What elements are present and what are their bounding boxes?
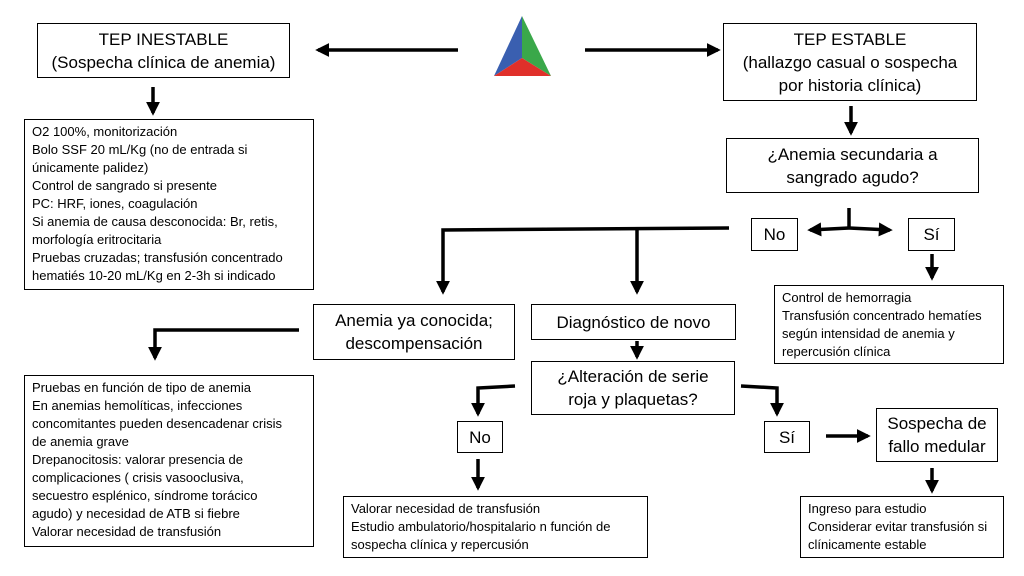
question-bleeding-box: ¿Anemia secundaria a sangrado agudo? xyxy=(726,138,979,193)
marrow-action: Considerar evitar transfusión si xyxy=(808,519,988,534)
known-anemia-action: complicaciones ( crisis vasooclusiva, xyxy=(32,470,244,485)
logo-left-face xyxy=(494,16,522,76)
unstable-box: TEP INESTABLE (Sospecha clínica de anemi… xyxy=(37,23,290,78)
unstable-action: O2 100%, monitorización xyxy=(32,124,178,139)
bleeding-yes-action: Control de hemorragia xyxy=(782,290,912,305)
question-series-line1: ¿Alteración de serie xyxy=(557,367,709,386)
new-diagnosis-box: Diagnóstico de novo xyxy=(531,304,736,340)
known-anemia-action: concomitantes pueden desencadenar crisis xyxy=(32,416,283,431)
marrow-action: Ingreso para estudio xyxy=(808,501,927,516)
unstable-action: Pruebas cruzadas; transfusión concentrad… xyxy=(32,250,283,265)
question-bleeding-line2: sangrado agudo? xyxy=(786,167,919,187)
known-anemia-action: secuestro esplénico, síndrome torácico xyxy=(32,488,258,503)
unstable-subtitle: (Sospecha clínica de anemia) xyxy=(51,52,276,72)
question-series-line2: roja y plaquetas? xyxy=(568,390,698,409)
unstable-action: Control de sangrado si presente xyxy=(32,178,218,193)
known-anemia-line1: Anemia ya conocida; xyxy=(335,311,493,330)
bleeding-no-label: No xyxy=(763,225,786,244)
marrow-actions-box: Ingreso para estudio Considerar evitar t… xyxy=(800,496,1004,558)
logo-bottom-face xyxy=(494,58,551,76)
series-no-box: No xyxy=(457,421,503,453)
arrow-to-bleeding-yes xyxy=(848,222,893,237)
logo-right-face xyxy=(522,16,551,76)
question-bleeding-line1: ¿Anemia secundaria a xyxy=(767,144,938,164)
bleeding-yes-action: Transfusión concentrado hematíes xyxy=(782,308,982,323)
bleeding-yes-action: según intensidad de anemia y xyxy=(782,326,955,341)
marrow-failure-line1: Sospecha de xyxy=(887,414,987,433)
bleeding-yes-label: Sí xyxy=(923,225,940,244)
known-anemia-action: Valorar necesidad de transfusión xyxy=(32,524,222,539)
known-anemia-action: agudo) y necesidad de ATB si fiebre xyxy=(32,506,240,521)
bleeding-yes-box: Sí xyxy=(908,218,955,251)
marrow-failure-line2: fallo medular xyxy=(888,437,986,456)
known-anemia-action: Pruebas en función de tipo de anemia xyxy=(32,380,251,395)
unstable-action: PC: HRF, iones, coagulación xyxy=(32,196,198,211)
series-no-action: sospecha clínica y repercusión xyxy=(351,537,529,552)
stable-subtitle-1: (hallazgo casual o sospecha xyxy=(742,52,958,72)
unstable-title: TEP INESTABLE xyxy=(98,29,229,49)
series-no-action: Estudio ambulatorio/hospitalario n funci… xyxy=(351,519,611,534)
series-no-actions-box: Valorar necesidad de transfusión Estudio… xyxy=(343,496,648,558)
known-anemia-action: Drepanocitosis: valorar presencia de xyxy=(32,452,243,467)
marrow-action: clínicamente estable xyxy=(808,537,927,552)
arrow-to-bleeding-no xyxy=(807,222,850,237)
arrow-to-series-yes xyxy=(740,384,784,417)
question-series-box: ¿Alteración de serie roja y plaquetas? xyxy=(531,361,735,415)
unstable-action: morfología eritrocitaria xyxy=(32,232,162,247)
series-no-label: No xyxy=(469,427,491,447)
stable-box: TEP ESTABLE (hallazgo casual o sospecha … xyxy=(723,23,977,101)
unstable-action: hematiés 10-20 mL/Kg en 2-3h si indicado xyxy=(32,268,276,283)
known-anemia-actions-box: Pruebas en función de tipo de anemia En … xyxy=(24,375,314,547)
known-anemia-line2: descompensación xyxy=(345,334,483,353)
unstable-action: únicamente palidez) xyxy=(32,160,149,175)
marrow-failure-box: Sospecha de fallo medular xyxy=(876,408,998,462)
unstable-action: Si anemia de causa desconocida: Br, reti… xyxy=(32,214,278,229)
bleeding-no-box: No xyxy=(751,218,798,251)
known-anemia-action: En anemias hemolíticas, infecciones xyxy=(32,398,243,413)
series-yes-box: Sí xyxy=(764,421,810,453)
unstable-action: Bolo SSF 20 mL/Kg (no de entrada si xyxy=(32,142,248,157)
stable-title: TEP ESTABLE xyxy=(793,29,907,49)
arrow-to-series-no xyxy=(471,384,516,417)
logo-triangle-icon xyxy=(494,16,551,76)
stable-subtitle-2: por historia clínica) xyxy=(778,75,922,95)
bleeding-yes-actions-box: Control de hemorragia Transfusión concen… xyxy=(774,285,1004,364)
new-diagnosis-label: Diagnóstico de novo xyxy=(556,312,711,332)
unstable-actions-box: O2 100%, monitorización Bolo SSF 20 mL/K… xyxy=(24,119,314,290)
arrow-to-known-anemia xyxy=(436,226,730,295)
bleeding-yes-action: repercusión clínica xyxy=(782,344,891,359)
known-anemia-box: Anemia ya conocida; descompensación xyxy=(313,304,515,360)
arrow-known-anemia-actions xyxy=(148,328,299,361)
series-no-action: Valorar necesidad de transfusión xyxy=(351,501,541,516)
known-anemia-action: de anemia grave xyxy=(32,434,129,449)
series-yes-label: Sí xyxy=(778,427,796,447)
